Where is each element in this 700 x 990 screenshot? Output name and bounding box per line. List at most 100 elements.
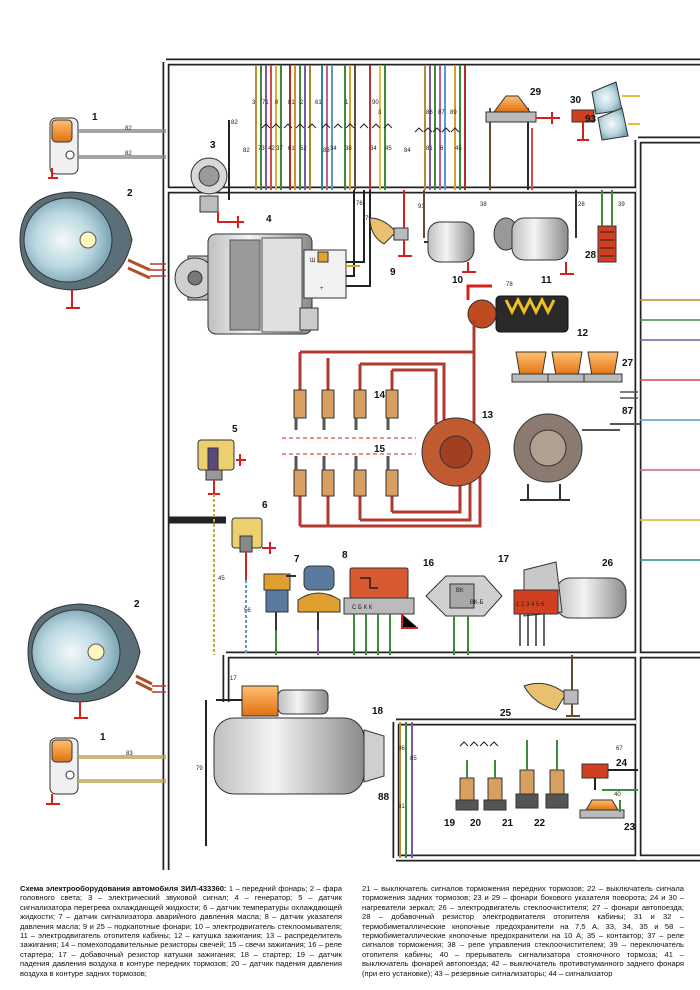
- label-29: 29: [530, 87, 542, 98]
- label-4: 4: [266, 214, 272, 225]
- front-lamp-top: [48, 117, 166, 179]
- headlamp-bottom: [27, 603, 166, 719]
- label-18: 18: [372, 706, 384, 717]
- svg-text:2: 2: [300, 100, 304, 106]
- ignition-coil: [466, 284, 569, 333]
- caption: Схема электрооборудования автомобиля ЗИЛ…: [20, 884, 692, 984]
- svg-text:3: 3: [252, 100, 256, 106]
- label-14: 14: [374, 390, 386, 401]
- starter: [205, 685, 385, 846]
- svg-text:81: 81: [288, 100, 295, 106]
- wire-40: 40: [614, 792, 621, 798]
- label-2-bottom: 2: [134, 599, 140, 610]
- spark-plugs-upper: [293, 389, 399, 430]
- svg-text:52: 52: [300, 146, 307, 152]
- svg-text:38: 38: [345, 146, 352, 152]
- fog-lamps: [591, 81, 640, 141]
- svg-text:Ш: Ш: [310, 258, 316, 264]
- generator: Ш +: [174, 190, 371, 335]
- wire-82a: 82: [125, 126, 132, 132]
- wire-fan-top: [255, 65, 533, 190]
- caption-right: 21 – выключатель сигналов торможения пер…: [362, 884, 684, 978]
- label-13: 13: [482, 410, 494, 421]
- svg-text:+: +: [320, 286, 324, 292]
- relay16-pins: С Б К К: [352, 605, 373, 611]
- wire-82d: 82: [243, 148, 250, 154]
- svg-text:8: 8: [275, 100, 279, 106]
- label-11: 11: [541, 275, 552, 286]
- svg-text:42: 42: [268, 146, 275, 152]
- sensor-5: [197, 439, 246, 495]
- svg-text:71: 71: [262, 100, 269, 106]
- label-8: 8: [342, 550, 348, 561]
- svg-text:6: 6: [440, 146, 444, 152]
- ballast-resistor: [425, 575, 503, 655]
- wire-82b: 82: [125, 151, 132, 157]
- wire-39: 39: [618, 202, 625, 208]
- label-2-top: 2: [127, 188, 133, 199]
- distributor: [421, 413, 640, 501]
- caption-title: Схема электрооборудования автомобиля ЗИЛ…: [20, 884, 227, 893]
- label-1-top: 1: [92, 112, 98, 123]
- front-lamp-bottom: [46, 737, 166, 805]
- wire-fan-bottom: [399, 722, 413, 858]
- sensor-7: [263, 573, 296, 630]
- relay17-vkb: ВК-Б: [470, 600, 483, 606]
- harness-frame: [162, 58, 700, 870]
- headlamp-top: [19, 191, 166, 309]
- svg-text:90: 90: [372, 100, 379, 106]
- wire-83b: 83: [126, 751, 133, 757]
- label-23: 23: [624, 822, 636, 833]
- washer-motor: [423, 190, 476, 273]
- caption-left: Схема электрооборудования автомобиля ЗИЛ…: [20, 884, 342, 978]
- spark-plugs-lower: [282, 437, 416, 497]
- lamp-25: [523, 655, 580, 717]
- wire-28: 28: [578, 202, 585, 208]
- relay26-pins: 1 2 3 4 5 6: [516, 602, 545, 608]
- svg-text:3: 3: [378, 110, 382, 116]
- wire-76: 76: [356, 201, 363, 207]
- mirror-heater-30: [571, 109, 595, 141]
- label-93: 93: [585, 114, 597, 125]
- svg-text:37: 37: [276, 146, 283, 152]
- svg-text:73: 73: [258, 146, 265, 152]
- label-21: 21: [502, 818, 514, 829]
- wire-91: 91: [418, 204, 425, 210]
- wire-84-lbl: 84: [404, 148, 411, 154]
- caption-right-text: 21 – выключатель сигналов торможения пер…: [362, 884, 684, 978]
- heater-motor: [493, 190, 577, 275]
- label-22: 22: [534, 818, 546, 829]
- relay17-vk: ВК: [456, 588, 464, 594]
- label-15: 15: [374, 444, 386, 455]
- svg-text:34: 34: [330, 146, 337, 152]
- hood-lamp-9: [369, 190, 412, 257]
- brake-sensors: [455, 740, 569, 811]
- sensor-wires: [213, 494, 319, 655]
- label-87: 87: [622, 406, 634, 417]
- svg-text:87: 87: [438, 110, 445, 116]
- svg-text:81: 81: [426, 146, 433, 152]
- wire-82c: 82: [231, 120, 238, 126]
- wire-67: 67: [616, 746, 623, 752]
- label-20: 20: [470, 818, 482, 829]
- svg-text:61: 61: [315, 100, 322, 106]
- wire-85: 85: [410, 756, 417, 762]
- ht-leads: [298, 320, 482, 528]
- resistor-28: [597, 190, 617, 263]
- svg-text:89: 89: [450, 110, 457, 116]
- label-16: 16: [423, 558, 435, 569]
- side-repeater-23: [579, 789, 638, 819]
- label-24: 24: [616, 758, 628, 769]
- label-27: 27: [622, 358, 634, 369]
- label-1-bottom: 1: [100, 732, 106, 743]
- label-19: 19: [444, 818, 456, 829]
- wire-75: 75: [365, 216, 372, 222]
- label-12: 12: [577, 328, 589, 339]
- wire-45: 45: [218, 576, 225, 582]
- sensor-8: [297, 565, 341, 630]
- label-26: 26: [602, 558, 614, 569]
- roadtrain-lamps: [511, 351, 638, 399]
- side-repeater-29: [485, 95, 560, 124]
- wire-56: 56: [244, 608, 251, 614]
